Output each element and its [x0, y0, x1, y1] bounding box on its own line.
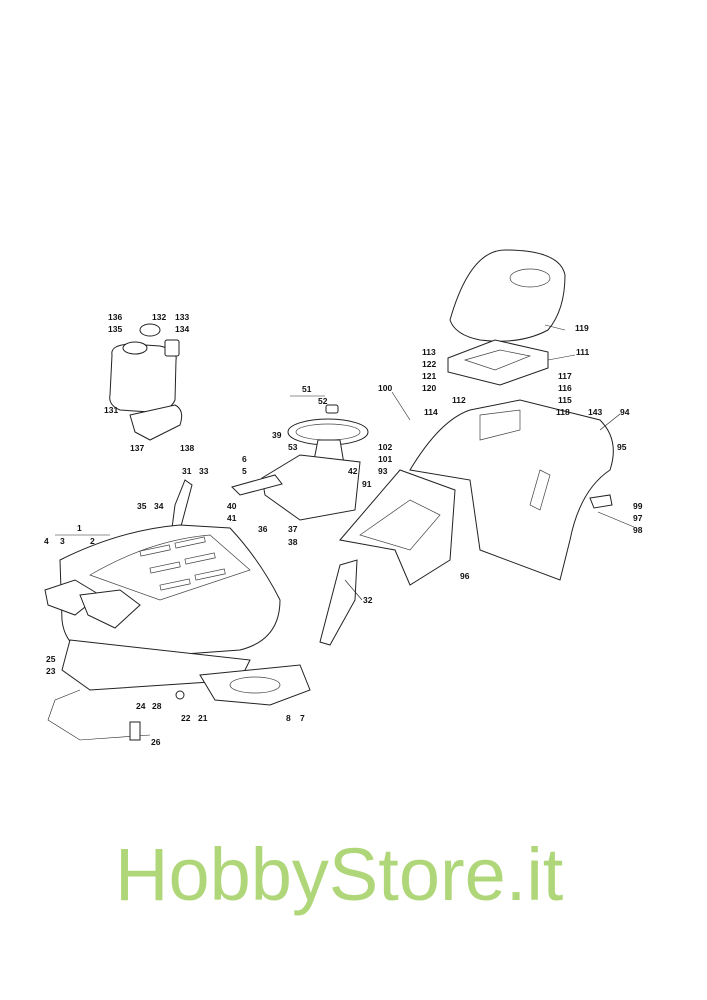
seat	[447, 249, 566, 386]
part-labels: 136 132 133 135 134 131 137 138 51 52 39…	[44, 312, 643, 747]
label-6: 6	[242, 454, 247, 464]
label-24: 24	[136, 701, 146, 711]
fuel-tank-assembly	[109, 323, 183, 441]
label-102: 102	[378, 442, 392, 452]
label-39: 39	[272, 430, 282, 440]
label-32: 32	[363, 595, 373, 605]
label-132: 132	[152, 312, 166, 322]
label-111: 111	[576, 347, 590, 357]
label-97: 97	[633, 513, 643, 523]
label-134: 134	[175, 324, 189, 334]
label-21: 21	[198, 713, 208, 723]
label-95: 95	[617, 442, 627, 452]
label-119: 119	[575, 323, 589, 333]
label-143: 143	[588, 407, 602, 417]
label-35: 35	[137, 501, 147, 511]
label-40: 40	[227, 501, 237, 511]
label-25: 25	[46, 654, 56, 664]
label-137: 137	[130, 443, 144, 453]
label-112: 112	[452, 395, 466, 405]
footplate	[339, 469, 456, 586]
side-panel-left	[171, 479, 193, 531]
label-93: 93	[378, 466, 388, 476]
label-96: 96	[460, 571, 470, 581]
label-38: 38	[288, 537, 298, 547]
label-31: 31	[182, 466, 192, 476]
side-panel-right	[319, 559, 358, 646]
label-1: 1	[77, 523, 82, 533]
label-138: 138	[180, 443, 194, 453]
label-53: 53	[288, 442, 298, 452]
label-4: 4	[44, 536, 49, 546]
hood	[44, 524, 281, 661]
label-135: 135	[108, 324, 122, 334]
label-100: 100	[378, 383, 392, 393]
label-3: 3	[60, 536, 65, 546]
label-131: 131	[104, 405, 118, 415]
label-22: 22	[181, 713, 191, 723]
label-116: 116	[558, 383, 572, 393]
label-117: 117	[558, 371, 572, 381]
label-114: 114	[424, 407, 438, 417]
label-23: 23	[46, 666, 56, 676]
label-121: 121	[422, 371, 436, 381]
label-98: 98	[633, 525, 643, 535]
label-28: 28	[152, 701, 162, 711]
watermark-logo: HobbyStore.it	[115, 833, 564, 916]
leader-lines	[55, 324, 635, 601]
label-36: 36	[258, 524, 268, 534]
label-99: 99	[633, 501, 643, 511]
bumper-assembly	[47, 639, 311, 741]
label-113: 113	[422, 347, 436, 357]
label-26: 26	[151, 737, 161, 747]
label-133: 133	[175, 312, 189, 322]
label-120: 120	[422, 383, 436, 393]
label-101: 101	[378, 454, 392, 464]
label-5: 5	[242, 466, 247, 476]
label-122: 122	[422, 359, 436, 369]
label-2: 2	[90, 536, 95, 546]
label-34: 34	[154, 501, 164, 511]
label-33: 33	[199, 466, 209, 476]
label-115: 115	[558, 395, 572, 405]
label-136: 136	[108, 312, 122, 322]
label-42: 42	[348, 466, 358, 476]
label-52: 52	[318, 396, 328, 406]
label-7: 7	[300, 713, 305, 723]
label-41: 41	[227, 513, 237, 523]
label-51: 51	[302, 384, 312, 394]
label-91: 91	[362, 479, 372, 489]
label-37: 37	[288, 524, 298, 534]
steering-assembly	[231, 404, 369, 521]
label-8: 8	[286, 713, 291, 723]
rear-fender	[409, 399, 614, 581]
label-118: 118	[556, 407, 570, 417]
label-94: 94	[620, 407, 630, 417]
